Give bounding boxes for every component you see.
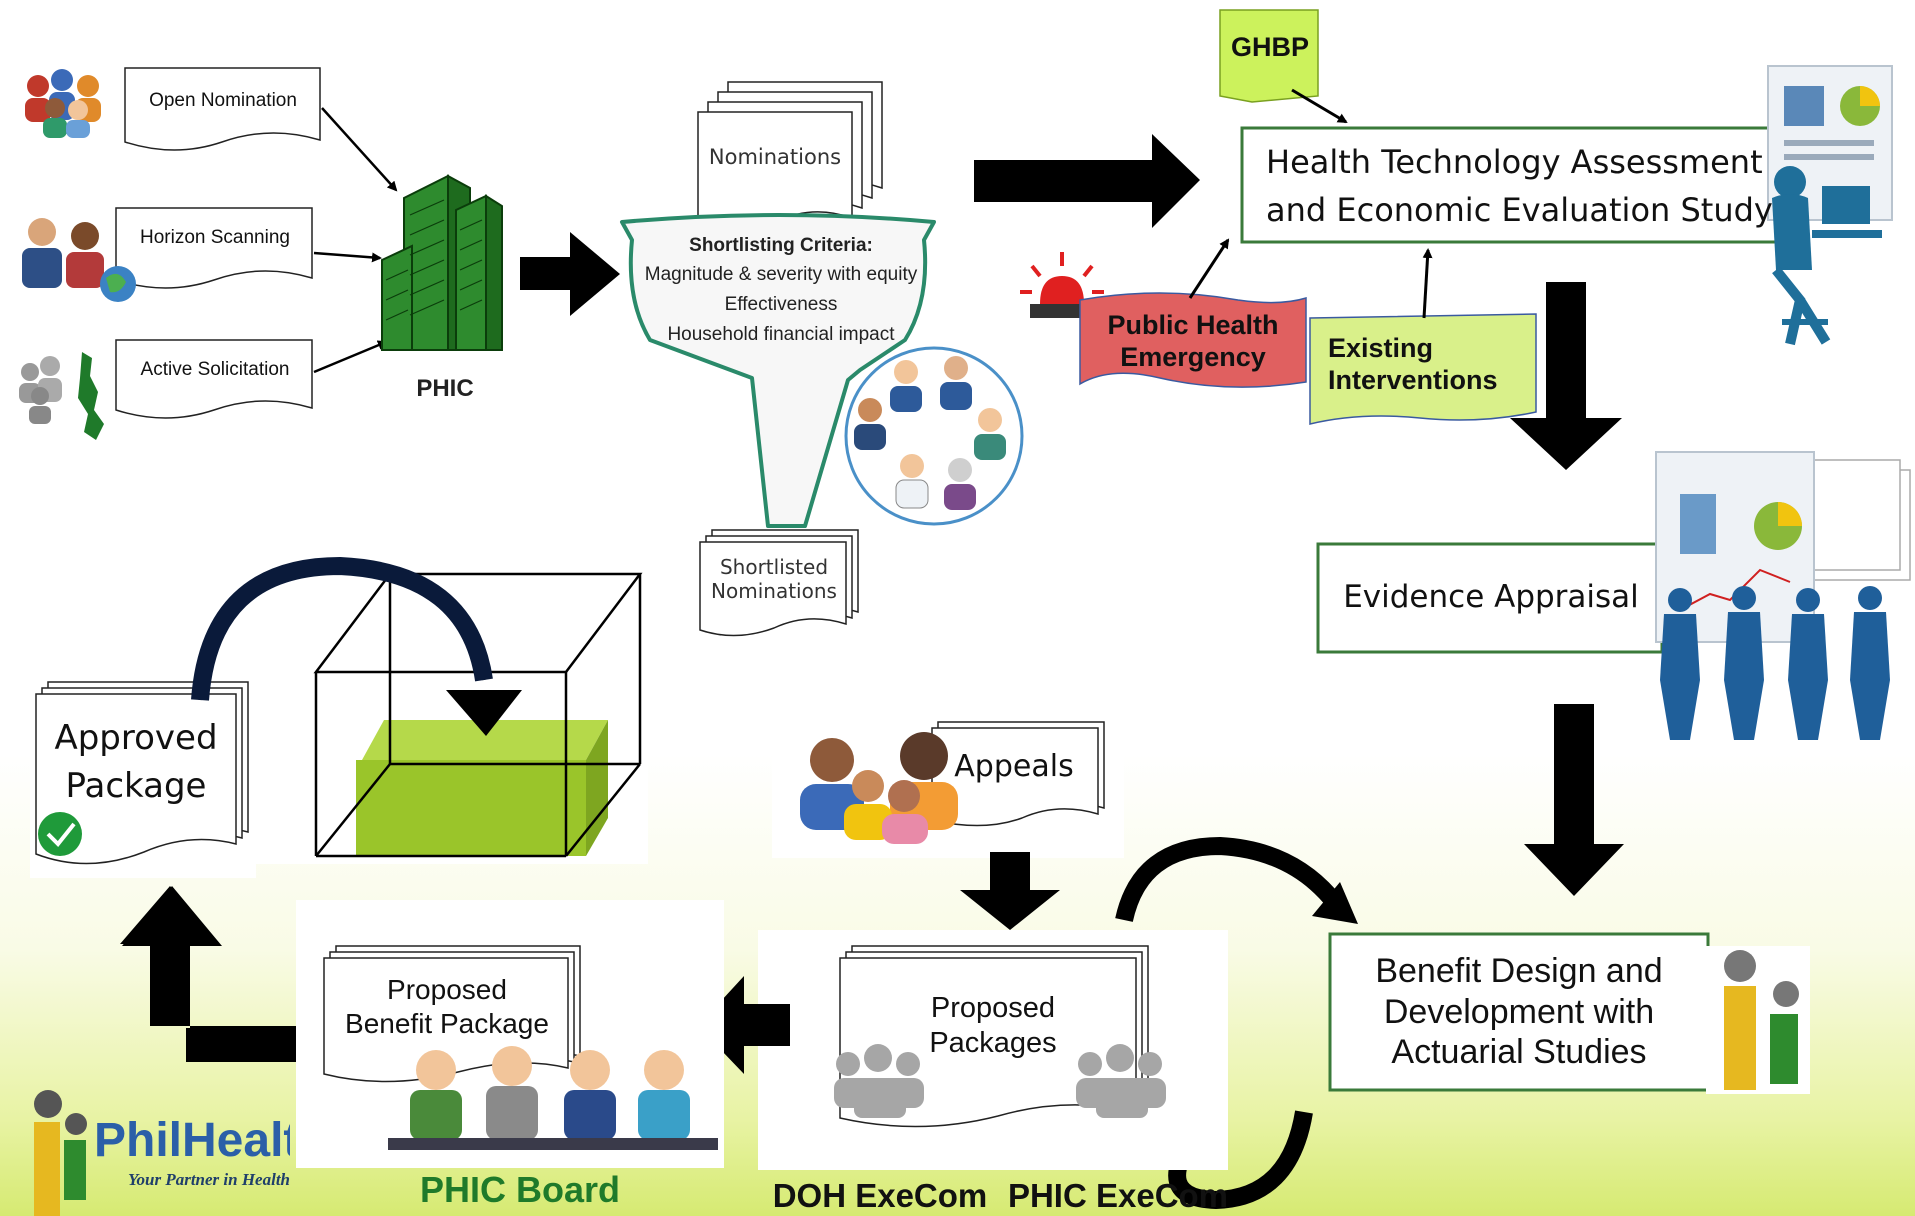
crowd-philippines-icon — [19, 352, 104, 440]
experts-group-icon — [844, 346, 1024, 526]
phic-execom-icon — [1076, 1044, 1166, 1118]
phic-building-icon — [381, 174, 503, 351]
public-health-emergency-banner — [1079, 292, 1307, 388]
phic-label: PHIC — [416, 374, 474, 402]
shortlisting-funnel — [620, 213, 936, 528]
shortlisted-nominations-doc — [699, 529, 859, 637]
existing-interventions-label: Existing Interventions — [1328, 332, 1498, 395]
nominations-doc — [697, 81, 883, 232]
benefit-design-box — [1328, 932, 1710, 1092]
philhealth-logo — [34, 1090, 87, 1216]
horizon-scanning-doc — [115, 207, 313, 289]
curved-arrow-icon — [446, 690, 522, 736]
approved-package-label: Approved Package — [54, 718, 218, 806]
family-icon — [800, 732, 958, 844]
report-team-icon — [1655, 451, 1911, 740]
approved-package-doc — [35, 681, 249, 865]
existing-interventions-note — [1309, 313, 1537, 425]
phic-board-label: PHIC Board — [419, 1169, 621, 1211]
open-nomination-doc — [124, 67, 321, 151]
hta-box — [1240, 126, 1798, 244]
appeals-doc — [931, 721, 1105, 827]
people-group-icon — [25, 69, 101, 138]
criterion-magnitude: Magnitude & severity with equity — [644, 263, 918, 285]
proposed-benefit-package-label: Proposed Benefit Package — [345, 974, 549, 1039]
evidence-appraisal-box — [1316, 542, 1664, 654]
benefit-design-label: Benefit Design and Development with Actu… — [1375, 951, 1663, 1072]
arrow-down-icon — [960, 852, 1060, 930]
public-health-emergency-label: Public Health Emergency — [1107, 309, 1279, 372]
ghbp-label: GHBP — [1230, 31, 1309, 62]
active-solicitation-doc — [115, 339, 313, 419]
check-icon — [38, 812, 82, 856]
nominations-label: Nominations — [708, 145, 842, 170]
board-members-icon — [388, 1046, 718, 1150]
shortlisted-nominations-label: Shortlisted Nominations — [711, 555, 837, 603]
doh-execom-label: DOH ExeCom — [772, 1177, 988, 1215]
hta-label: Health Technology Assessment and Economi… — [1266, 143, 1773, 229]
alarm-siren-icon — [1020, 252, 1104, 318]
evidence-appraisal-label: Evidence Appraisal — [1343, 579, 1639, 616]
arrow-right-icon — [520, 232, 620, 316]
doh-execom-icon — [834, 1044, 924, 1118]
philhealth-logo-name: PhilHealth — [94, 1114, 290, 1168]
proposed-packages-label: Proposed Packages — [929, 992, 1057, 1059]
researchers-globe-icon — [22, 218, 136, 302]
curved-arrow-icon — [1312, 882, 1358, 924]
package-box-icon — [256, 568, 648, 864]
arrow-down-icon — [1510, 282, 1622, 470]
active-solicitation-label: Active Solicitation — [140, 358, 290, 380]
criterion-financial-impact: Household financial impact — [667, 323, 895, 345]
arrow-down-icon — [1524, 704, 1624, 896]
proposed-benefit-package-doc — [323, 945, 581, 1083]
arrow-right-icon — [974, 134, 1200, 228]
shortlisting-title: Shortlisting Criteria: — [689, 234, 873, 256]
proposed-packages-doc — [839, 945, 1149, 1128]
ghbp-note — [1219, 9, 1319, 103]
appeals-label: Appeals — [954, 749, 1074, 784]
open-nomination-label: Open Nomination — [149, 89, 297, 111]
horizon-scanning-label: Horizon Scanning — [140, 226, 290, 248]
criterion-effectiveness: Effectiveness — [724, 293, 838, 315]
phic-execom-label: PHIC ExeCom — [1007, 1177, 1229, 1215]
analyst-computer-icon — [1767, 65, 1893, 346]
philhealth-figure-icon — [1706, 946, 1810, 1094]
philhealth-tagline: Your Partner in Health — [128, 1169, 291, 1189]
